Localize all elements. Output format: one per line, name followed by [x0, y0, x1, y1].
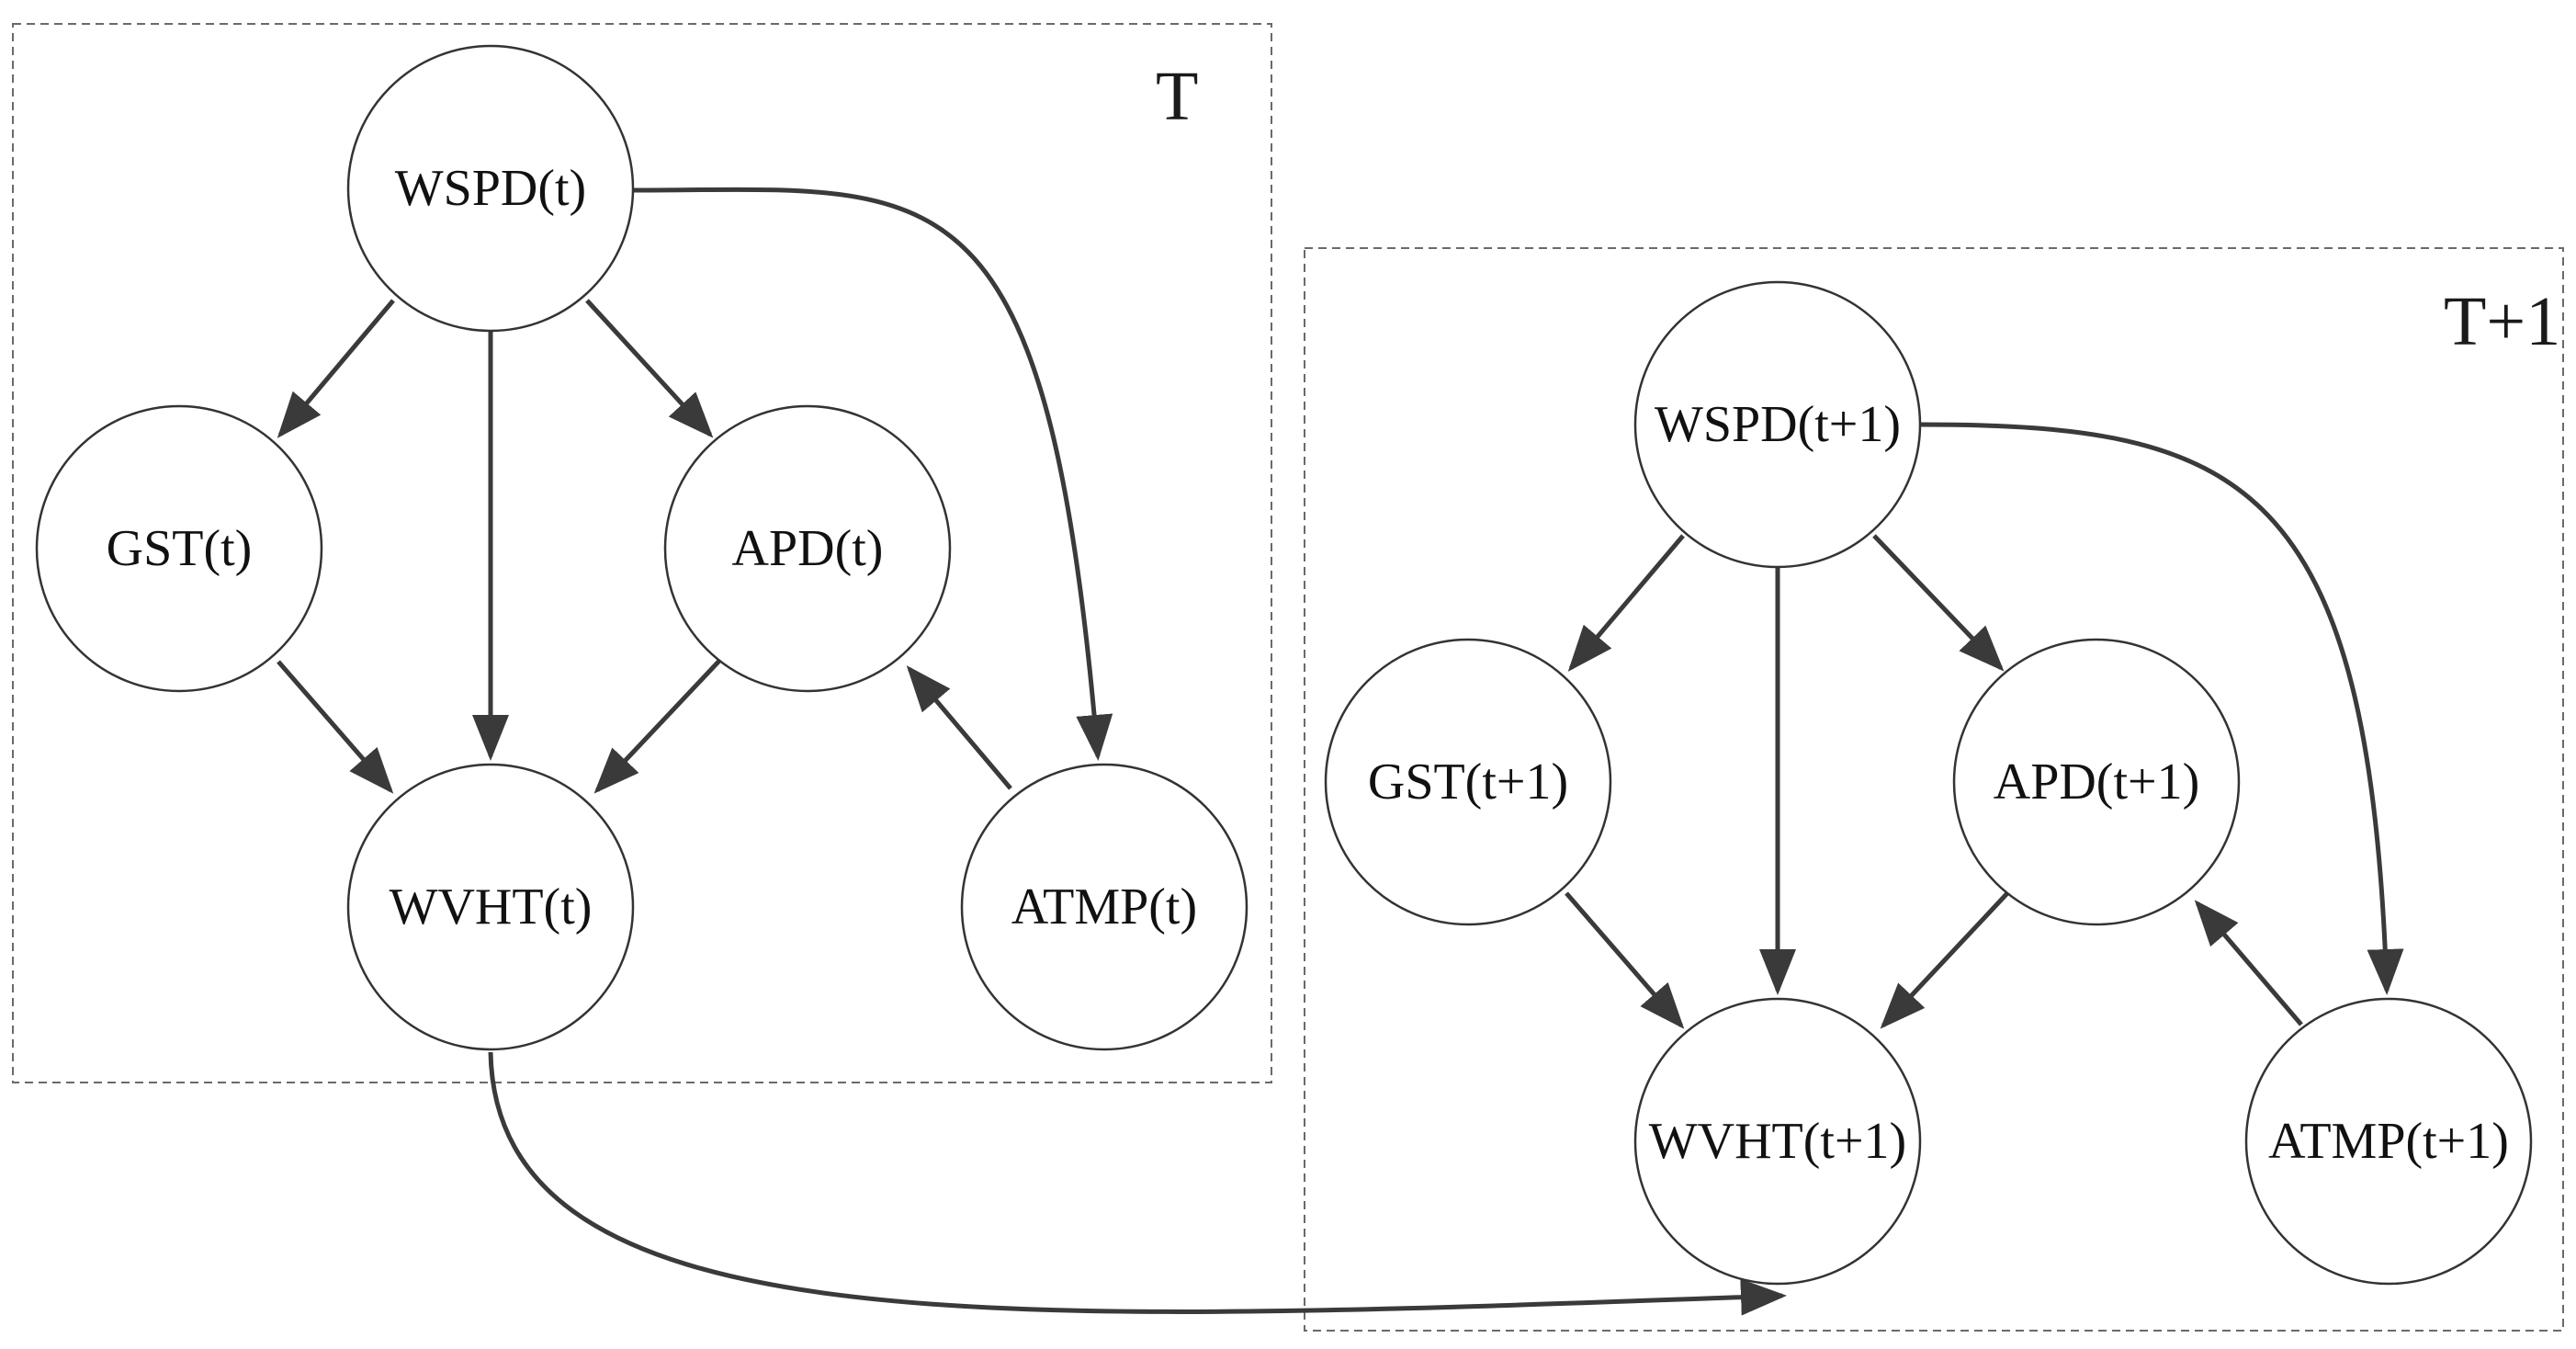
- edge-gst-t-to-wvht-t: [277, 660, 394, 794]
- edge-apd-t1-to-wvht-t1: [1880, 890, 2010, 1029]
- edge-wspd-t1-to-apd-t1: [1872, 534, 2005, 672]
- edge-atmp-t1-to-apd-t1: [2194, 900, 2303, 1026]
- node-wspd-t1: WSPD(t+1): [1633, 280, 1922, 569]
- node-gst-t1-label: GST(t+1): [1368, 754, 1568, 811]
- node-wvht-t: WVHT(t): [346, 763, 635, 1051]
- node-atmp-t1-label: ATMP(t+1): [2268, 1113, 2509, 1170]
- node-atmp-t1: ATMP(t+1): [2244, 997, 2533, 1286]
- edge-wspd-t1-to-atmp-t1: [1920, 422, 2404, 995]
- edge-wspd-t-to-atmp-t: [633, 187, 1113, 761]
- edges: [277, 187, 2404, 1316]
- frame-t-label: T: [1156, 58, 1198, 135]
- edge-atmp-t-to-apd-t: [906, 665, 1012, 790]
- frame-t: T: [12, 23, 1272, 1083]
- node-wvht-t1: WVHT(t+1): [1633, 997, 1922, 1286]
- node-apd-t1-label: APD(t+1): [1994, 754, 2199, 811]
- edge-apd-t-to-wvht-t: [593, 658, 722, 794]
- edge-wspd-t-to-gst-t: [277, 299, 395, 438]
- edge-wspd-t1-to-gst-t1: [1567, 534, 1685, 672]
- node-gst-t1: GST(t+1): [1324, 638, 1612, 926]
- node-gst-t: GST(t): [35, 404, 323, 693]
- node-apd-t1: APD(t+1): [1952, 638, 2241, 926]
- node-wvht-t-label: WVHT(t): [390, 879, 593, 935]
- node-gst-t-label: GST(t): [107, 520, 253, 577]
- node-atmp-t-label: ATMP(t): [1011, 879, 1197, 935]
- node-apd-t: APD(t): [663, 404, 952, 693]
- edge-wspd-t-to-apd-t: [585, 299, 714, 438]
- frame-t-plus-1: T+1: [1304, 247, 2564, 1332]
- node-wspd-t1-label: WSPD(t+1): [1655, 396, 1901, 453]
- frame-t-plus-1-label: T+1: [2444, 283, 2560, 360]
- node-wspd-t: WSPD(t): [346, 44, 635, 333]
- node-apd-t-label: APD(t): [732, 520, 884, 577]
- edge-wvht-t-to-wvht-t1: [488, 1051, 1787, 1316]
- node-wspd-t-label: WSPD(t): [395, 160, 586, 217]
- node-atmp-t: ATMP(t): [960, 763, 1248, 1051]
- edge-gst-t1-to-wvht-t1: [1565, 891, 1685, 1029]
- nodes: WSPD(t) GST(t) APD(t) WVHT(t) ATMP(t) WS…: [35, 44, 2533, 1286]
- node-wvht-t1-label: WVHT(t+1): [1649, 1113, 1906, 1170]
